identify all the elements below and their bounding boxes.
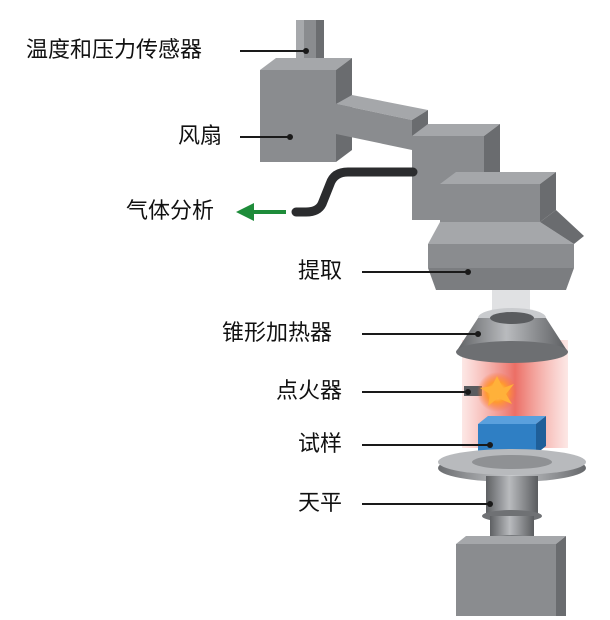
- label-sensor: 温度和压力传感器: [26, 38, 203, 63]
- gas-sampling-pipe: [291, 167, 418, 217]
- cone-heater: [456, 308, 568, 363]
- label-cone-heater: 锥形加热器: [222, 321, 333, 346]
- label-gas-analysis: 气体分析: [126, 199, 215, 224]
- balance-column: [482, 476, 542, 545]
- gas-analysis-arrow: [236, 203, 286, 221]
- extraction-hood: [428, 210, 584, 290]
- balance-base: [456, 536, 566, 616]
- hood-top: [440, 172, 556, 222]
- label-sample: 试样: [298, 432, 343, 457]
- leader-lines: [240, 50, 490, 505]
- label-igniter: 点火器: [276, 379, 343, 404]
- sample-block: [478, 416, 546, 454]
- label-balance: 天平: [298, 491, 343, 516]
- exhaust-stream: [492, 290, 530, 310]
- leader-dots: [287, 48, 493, 507]
- igniter: [464, 372, 517, 412]
- label-extraction: 提取: [298, 259, 343, 284]
- balance-plate: [438, 449, 586, 482]
- label-fan: 风扇: [178, 124, 223, 149]
